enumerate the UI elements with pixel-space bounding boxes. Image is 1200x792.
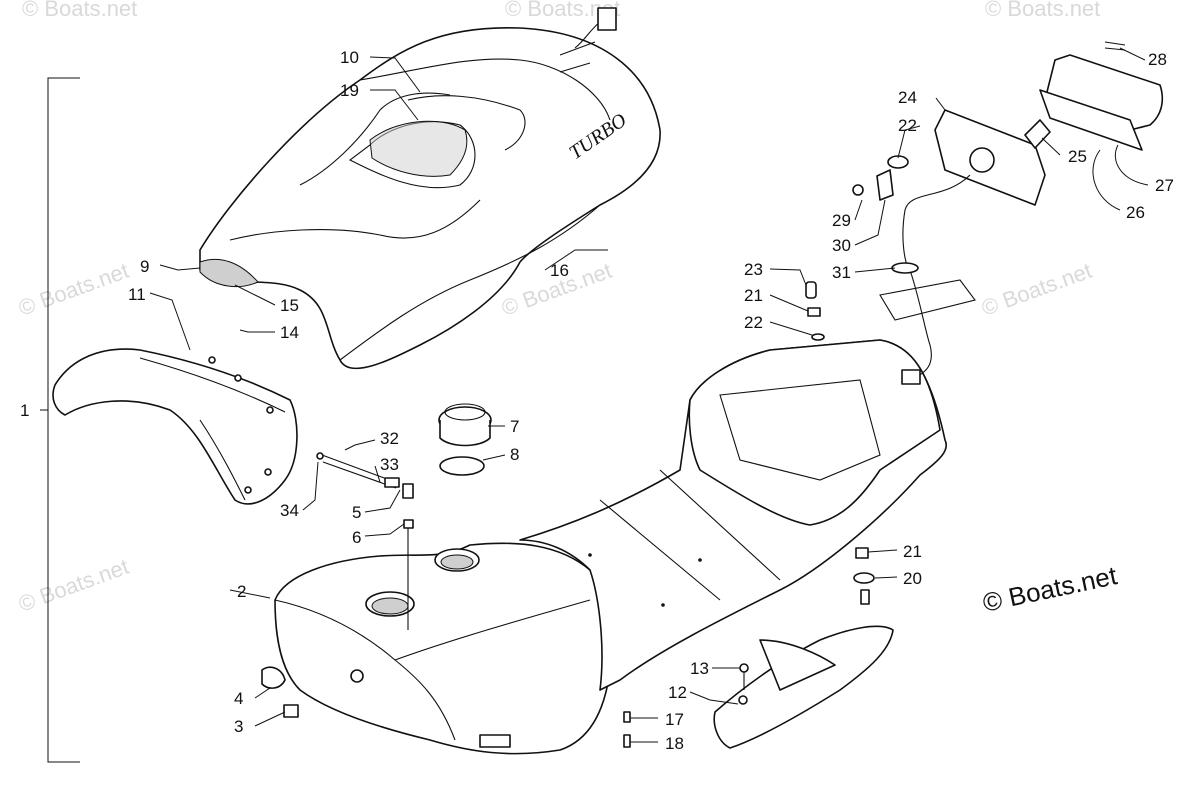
leader-lines — [149, 47, 1149, 743]
callout-23: 23 — [744, 260, 763, 279]
callout-7: 7 — [510, 417, 519, 436]
rear-panel[interactable] — [52, 348, 298, 505]
side-guard[interactable] — [713, 625, 894, 749]
callout-2: 2 — [237, 582, 246, 601]
callout-10: 10 — [340, 48, 359, 67]
callout-4: 4 — [234, 689, 243, 708]
assembly-bracket — [40, 77, 80, 763]
battery-hardware[interactable] — [805, 281, 875, 605]
watermark: © Boats.net — [505, 0, 620, 21]
tunnel-floor[interactable] — [519, 300, 947, 691]
watermark: © Boats.net — [985, 0, 1100, 21]
callout-29: 29 — [832, 211, 851, 230]
watermark: © Boats.net — [22, 0, 137, 21]
callout-31: 31 — [832, 263, 851, 282]
seat[interactable]: TURBO — [199, 7, 661, 370]
callout-22: 22 — [744, 313, 763, 332]
fuel-tank[interactable] — [274, 542, 614, 755]
fasteners[interactable] — [623, 663, 749, 748]
callout-12: 12 — [668, 683, 687, 702]
callout-30: 30 — [832, 236, 851, 255]
gas-cap[interactable] — [438, 403, 492, 447]
callout-20: 20 — [903, 569, 922, 588]
callout-3: 3 — [234, 717, 243, 736]
callout-24: 24 — [898, 88, 917, 107]
callout-5: 5 — [352, 503, 361, 522]
callout-15: 15 — [280, 296, 299, 315]
callout-1: 1 — [20, 401, 29, 420]
callout-28: 28 — [1148, 50, 1167, 69]
callout-21: 21 — [744, 286, 763, 305]
watermark: © Boats.net — [978, 258, 1095, 321]
callout-14: 14 — [280, 323, 299, 342]
callout-22: 22 — [898, 116, 917, 135]
callout-8: 8 — [510, 445, 519, 464]
callout-17: 17 — [665, 710, 684, 729]
callout-16: 16 — [550, 261, 569, 280]
seat-connector — [597, 7, 617, 31]
watermark: © Boats.net — [15, 258, 132, 321]
copyright-text: © Boats.net — [980, 560, 1120, 618]
callout-26: 26 — [1126, 203, 1145, 222]
callout-9: 9 — [140, 257, 149, 276]
watermark: © Boats.net — [15, 554, 132, 617]
callout-6: 6 — [352, 528, 361, 547]
callout-13: 13 — [690, 659, 709, 678]
callout-21: 21 — [903, 542, 922, 561]
callout-34: 34 — [280, 501, 299, 520]
cap-seal[interactable] — [439, 456, 485, 476]
taillight-assembly[interactable] — [852, 41, 1164, 385]
callout-11: 11 — [128, 285, 146, 304]
callout-18: 18 — [665, 734, 684, 753]
callouts: 1 2 3 4 5 6 7 8 9 10 11 12 13 14 15 16 1… — [20, 48, 1174, 753]
callout-32: 32 — [380, 429, 399, 448]
vent-assembly[interactable] — [316, 452, 414, 630]
callout-25: 25 — [1068, 147, 1087, 166]
callout-27: 27 — [1155, 176, 1174, 195]
callout-33: 33 — [380, 455, 399, 474]
drain-hardware[interactable] — [261, 666, 299, 718]
callout-19: 19 — [340, 81, 359, 100]
